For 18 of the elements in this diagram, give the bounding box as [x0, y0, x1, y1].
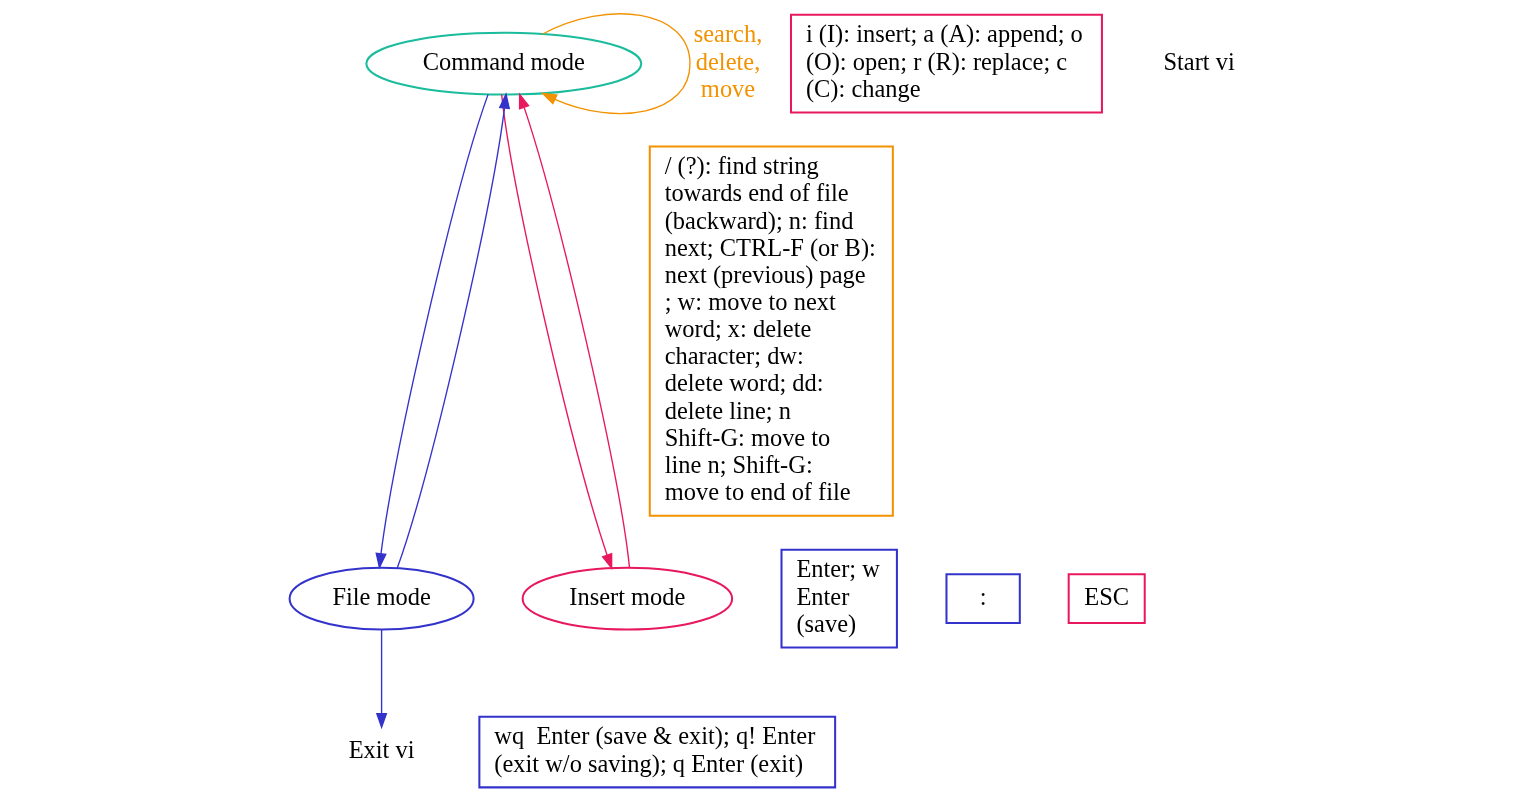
node-box: wq Enter (save & exit); q! Enter (exit w/o saving); q Enter (exit): [478, 715, 837, 789]
node-box: i (I): insert; a (A): append; o (O): open; r (R): replace; c (C): change: [790, 13, 1103, 114]
node-box: / (?): find string towards end of file (backward); n: find next; CTRL-F (or B): next (previous) page ; w: move to next word; x: delete character; dw: delete word; dd: delete line; n Shift-G: move to line n; Shift-G: move to end of file: [648, 145, 894, 517]
node-box: Enter; w Enter (save): [780, 548, 898, 649]
node-ellipse: File mode: [288, 566, 475, 631]
node-text: Exit vi: [348, 736, 415, 764]
edge-label: search, delete, move: [693, 20, 763, 102]
node-box: ESC: [1067, 573, 1146, 625]
arrow: [501, 93, 613, 570]
arrow: [518, 92, 631, 569]
arrow: [540, 13, 691, 115]
label: Start vi: [1163, 47, 1235, 75]
arrow: [375, 628, 388, 730]
node-ellipse: Insert mode: [521, 566, 734, 631]
arrow: [375, 93, 489, 570]
node-box: :: [945, 573, 1021, 625]
node-ellipse: Command mode: [365, 31, 643, 96]
arrow: [396, 92, 511, 569]
